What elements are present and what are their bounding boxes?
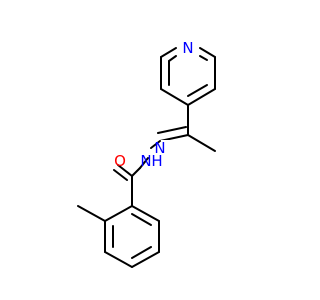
atom-label-carbonyl-o: O: [114, 152, 126, 170]
core-backdrop: [100, 140, 180, 185]
bond: [77, 205, 106, 222]
bond: [157, 126, 187, 134]
atom-label-imine-n: N: [154, 139, 165, 157]
bond: [187, 88, 216, 106]
bond: [199, 55, 208, 61]
hydrazide-core: [100, 140, 180, 186]
bond: [104, 251, 133, 268]
atom-label-amide-h: H: [151, 152, 162, 170]
bond: [150, 140, 161, 149]
bond: [160, 88, 189, 106]
bond: [199, 47, 216, 58]
bond: [131, 251, 160, 268]
bonds: [77, 47, 216, 268]
bond: [131, 205, 160, 222]
bond: [131, 213, 152, 226]
bond: [187, 134, 216, 152]
bond: [131, 246, 152, 259]
bond: [168, 55, 177, 62]
atom-labels: N N N H O: [114, 39, 194, 170]
molecule-structure: N N N H O: [77, 39, 216, 268]
atom-label-pyridine-n: N: [182, 39, 193, 57]
atom-label-amide-n: N: [140, 152, 151, 170]
bond: [113, 169, 128, 181]
bond: [139, 157, 149, 169]
bond: [160, 47, 177, 58]
bond: [131, 167, 141, 177]
bond: [187, 84, 208, 97]
bond: [104, 205, 133, 222]
bond: [117, 164, 133, 177]
